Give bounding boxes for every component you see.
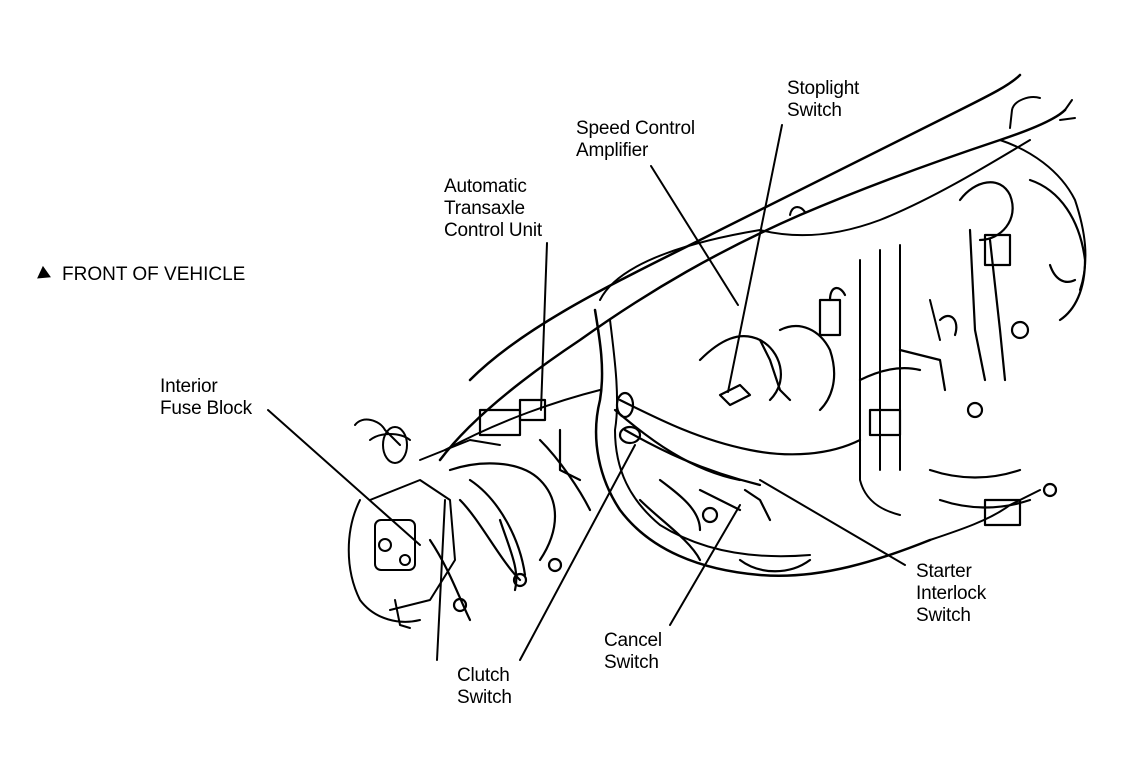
stoplight-leader [727, 124, 783, 393]
speed-control-leader [650, 165, 739, 306]
label-automatic-transaxle-control-unit: Automatic Transaxle Control Unit [444, 176, 542, 242]
label-line: Cancel [604, 630, 662, 651]
label-line: Switch [787, 100, 842, 121]
label-speed-control-amplifier: Speed Control Amplifier [576, 118, 695, 162]
label-interior-fuse-block: Interior Fuse Block [160, 376, 252, 420]
label-starter-interlock-switch: Starter Interlock Switch [916, 561, 986, 627]
label-line: Clutch [457, 665, 510, 686]
clutch-leader [519, 444, 636, 661]
label-line: Starter [916, 561, 972, 582]
label-line: Control Unit [444, 220, 542, 241]
transaxle-leader [540, 242, 548, 411]
label-line: Transaxle [444, 198, 525, 219]
legend-text: FRONT OF VEHICLE [62, 264, 246, 285]
label-line: Speed Control [576, 118, 695, 139]
wiring-harness [428, 178, 1087, 622]
label-line: Fuse Block [160, 398, 252, 419]
clutch-leader-2 [436, 499, 446, 661]
label-line: Amplifier [576, 140, 649, 161]
label-clutch-switch: Clutch Switch [457, 665, 512, 709]
label-line: Interior [160, 376, 218, 397]
fuse-block-leader [267, 409, 421, 546]
label-cancel-switch: Cancel Switch [604, 630, 662, 674]
label-line: Automatic [444, 176, 527, 197]
label-line: Switch [457, 687, 512, 708]
label-stoplight-switch: Stoplight Switch [787, 78, 859, 122]
leader-lines [267, 124, 906, 661]
label-line: Interlock [916, 583, 987, 604]
steering-column-assembly [347, 418, 501, 629]
label-line: Switch [916, 605, 971, 626]
starter-leader [759, 479, 906, 566]
arrow-icon [33, 265, 51, 285]
label-line: Switch [604, 652, 659, 673]
label-line: Stoplight [787, 78, 860, 99]
front-of-vehicle-legend: FRONT OF VEHICLE [33, 264, 246, 286]
cancel-leader [669, 504, 741, 626]
